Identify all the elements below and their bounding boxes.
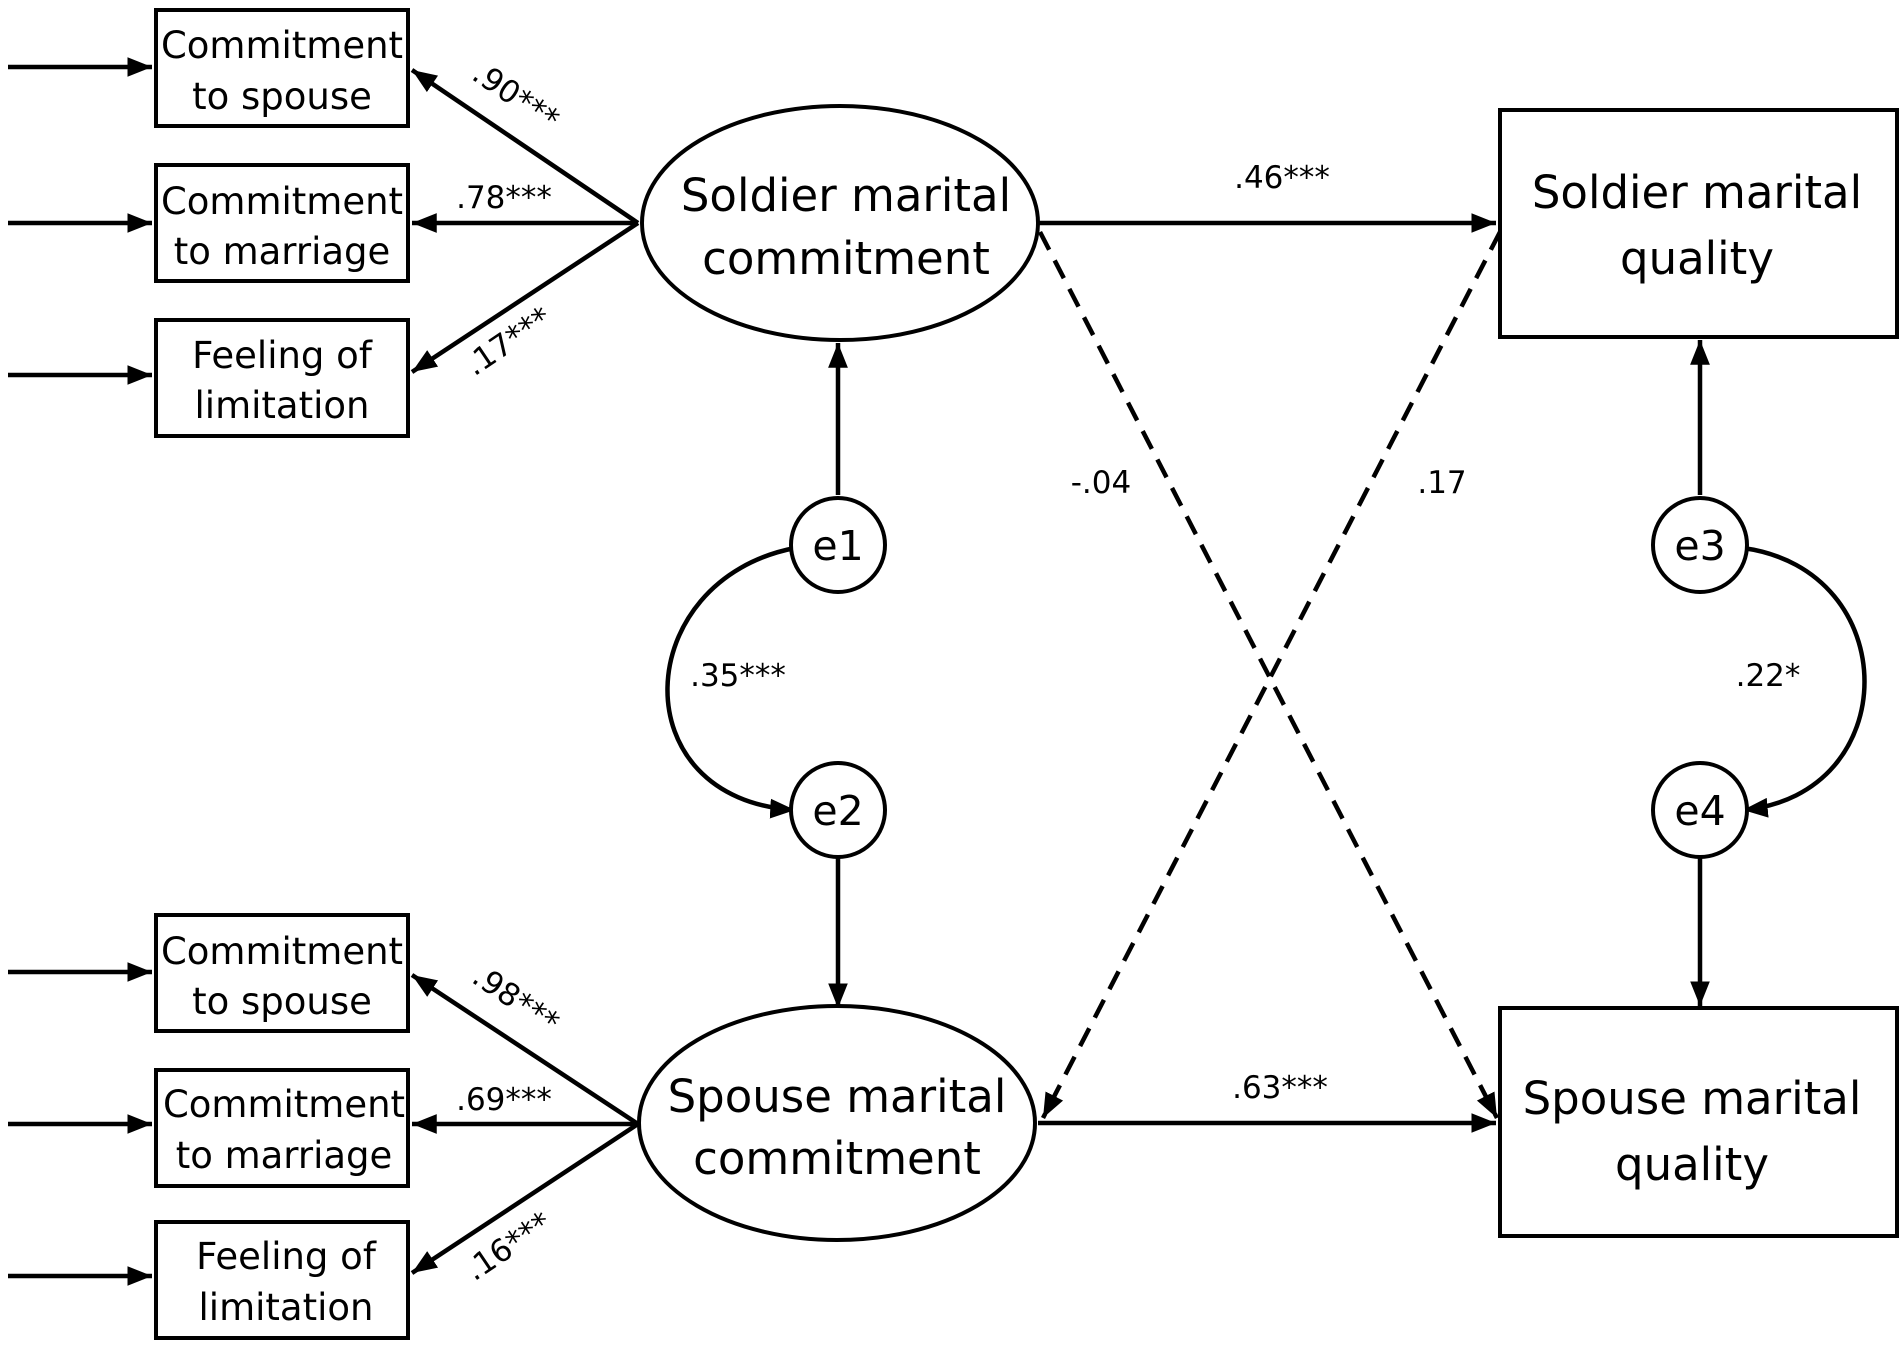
indicator-label-line2: to marriage: [174, 230, 391, 273]
loading-arrow-soldier-limitation: [410, 221, 640, 374]
outcome-label-line1: Spouse marital: [1523, 1072, 1862, 1125]
soldier-indicator-input-arrows: [8, 57, 152, 385]
indicator-label-line2: to spouse: [192, 75, 372, 118]
latent-label-line1: Soldier marital: [681, 169, 1011, 222]
loading-spouse-spouse: .98***: [466, 958, 566, 1041]
covariance-e1-e2: [665, 533, 822, 819]
indicator-label-line2: limitation: [195, 384, 370, 427]
loading-arrow-soldier-spouse: [410, 68, 640, 225]
soldier-indicator-commitment-to-spouse: Commitment to spouse: [154, 8, 410, 128]
soldier-indicator-commitment-to-marriage: Commitment to marriage: [154, 163, 410, 283]
spouse-loading-arrows: [410, 973, 640, 1275]
indicator-label-line2: to marriage: [176, 1134, 393, 1177]
loading-arrow-spouse-spouse: [410, 973, 640, 1126]
outcome-spouse-marital-quality: Spouse marital quality: [1498, 1006, 1899, 1238]
outcome-soldier-marital-quality: Soldier marital quality: [1498, 108, 1899, 339]
indicator-label-line1: Commitment: [161, 24, 403, 67]
soldier-indicator-feeling-of-limitation: Feeling of limitation: [154, 318, 410, 438]
loading-spouse-limitation: .16***: [459, 1205, 559, 1288]
latent-label-line2: commitment: [693, 1132, 981, 1185]
outcome-label-line2: quality: [1620, 232, 1774, 285]
coef-covariance-e3-e4: .22*: [1736, 658, 1801, 694]
spouse-indicator-input-arrows: [8, 962, 152, 1286]
spouse-indicator-commitment-to-spouse: Commitment to spouse: [154, 913, 410, 1033]
error-term-e4: e4: [1651, 761, 1749, 859]
outcome-label-line2: quality: [1615, 1138, 1769, 1191]
indicator-label-line1: Commitment: [161, 180, 403, 223]
loading-soldier-limitation: .17***: [459, 300, 559, 383]
loading-spouse-marriage: .69***: [456, 1082, 552, 1118]
latent-label-line1: Spouse marital: [668, 1070, 1007, 1123]
spouse-indicator-feeling-of-limitation: Feeling of limitation: [154, 1220, 410, 1340]
covariance-e3-e4: [1717, 534, 1867, 818]
loading-soldier-spouse: .90***: [466, 55, 566, 138]
latent-spouse-marital-commitment: Spouse marital commitment: [637, 1004, 1037, 1242]
error-label: e2: [812, 787, 863, 835]
path-spouse-commitment-to-soldier-quality: [1041, 230, 1502, 1120]
indicator-label-line1: Commitment: [163, 1083, 405, 1126]
coef-spouse-commitment-to-soldier-quality: .17: [1417, 465, 1466, 501]
coef-spouse-actor: .63***: [1232, 1070, 1328, 1106]
soldier-loading-arrows: [410, 68, 640, 374]
loading-arrow-spouse-limitation: [410, 1122, 640, 1275]
latent-label-line2: commitment: [702, 232, 990, 285]
error-term-e2: e2: [789, 761, 887, 859]
coef-soldier-actor: .46***: [1234, 160, 1330, 196]
error-term-e3: e3: [1651, 496, 1749, 594]
indicator-label-line2: to spouse: [192, 980, 372, 1023]
loading-soldier-marriage: .78***: [456, 180, 552, 216]
latent-soldier-marital-commitment: Soldier marital commitment: [640, 104, 1040, 342]
path-soldier-commitment-to-spouse-quality: [1038, 230, 1499, 1120]
coef-covariance-e1-e2: .35***: [690, 658, 786, 694]
error-term-e1: e1: [789, 496, 887, 594]
indicator-label-line1: Feeling of: [192, 334, 373, 377]
error-label: e4: [1674, 787, 1725, 835]
outcome-label-line1: Soldier marital: [1532, 166, 1862, 219]
error-label: e3: [1674, 522, 1725, 570]
error-label: e1: [812, 522, 863, 570]
coef-soldier-commitment-to-spouse-quality: -.04: [1071, 465, 1132, 501]
indicator-label-line2: limitation: [199, 1286, 374, 1329]
indicator-label-line1: Commitment: [161, 930, 403, 973]
spouse-indicator-commitment-to-marriage: Commitment to marriage: [154, 1068, 410, 1188]
indicator-label-line1: Feeling of: [196, 1235, 377, 1278]
